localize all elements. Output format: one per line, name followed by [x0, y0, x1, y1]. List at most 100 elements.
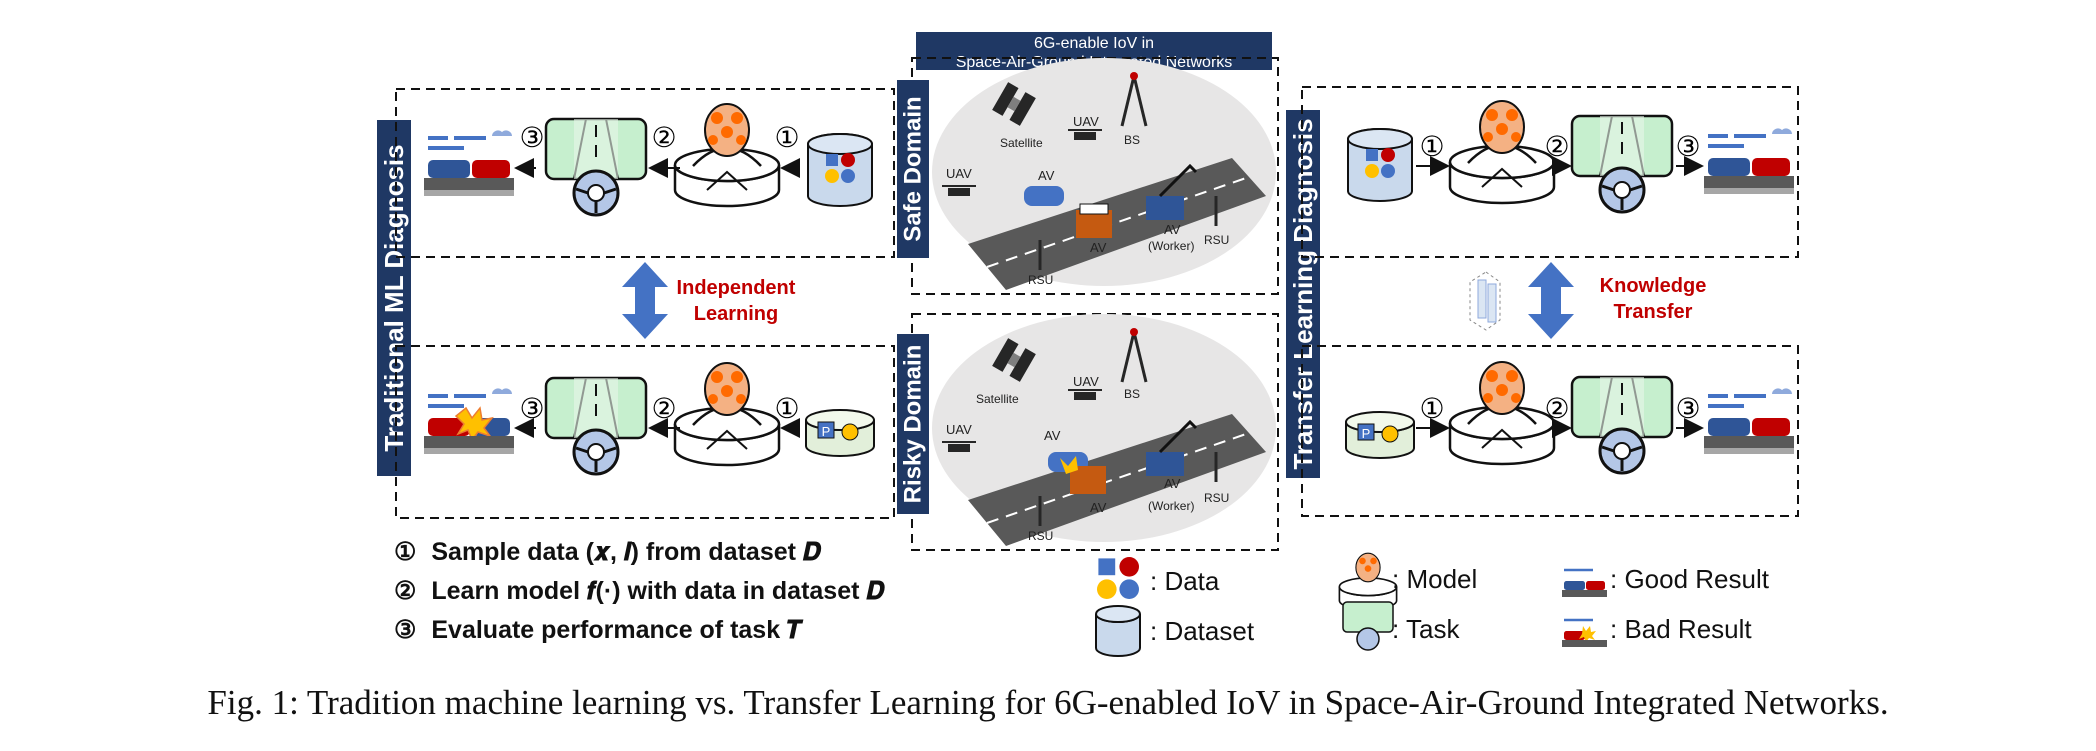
step-marker-3: ③: [1675, 393, 1700, 424]
step-1-marker: ①: [394, 538, 417, 566]
model-icon: [1448, 360, 1556, 466]
task-icon: [544, 117, 648, 217]
svg-text:AV: AV: [1164, 222, 1181, 237]
av-worker-icon: [1146, 419, 1198, 476]
left-title-bar: [377, 120, 411, 476]
legend-data-icon: [1097, 557, 1139, 599]
svg-text:RSU: RSU: [1028, 273, 1053, 287]
legend-bad-result-icon: [1562, 618, 1607, 647]
legend-model-icon: [1338, 552, 1398, 611]
independent-learning-label-line2: Learning: [694, 303, 778, 325]
svg-text:AV: AV: [1090, 240, 1107, 255]
dataset-icon: P: [805, 409, 875, 457]
safe-scene: Satellite BS UAV UAV AV AV AV (Worker) R…: [932, 58, 1276, 290]
step-marker-2: ②: [651, 122, 676, 153]
step-marker-3: ③: [519, 393, 544, 424]
av-worker-icon: [1146, 163, 1198, 220]
safe-domain-bar: [897, 80, 929, 258]
step-3-marker: ③: [394, 616, 417, 644]
legend-dataset-label: : Dataset: [1150, 616, 1255, 646]
satellite-icon: [992, 338, 1036, 382]
knowledge-transfer-arrow: [1528, 262, 1574, 339]
av-truck-icon: [1076, 203, 1112, 238]
step-marker-3: ③: [519, 122, 544, 153]
legend-bad-result-label: : Bad Result: [1610, 614, 1752, 644]
legend-good-result-label: : Good Result: [1610, 564, 1769, 594]
svg-text:UAV: UAV: [946, 422, 972, 437]
svg-text:P: P: [822, 424, 831, 439]
svg-text:RSU: RSU: [1028, 529, 1053, 543]
svg-text:AV: AV: [1038, 168, 1055, 183]
step-marker-3: ③: [1675, 131, 1700, 162]
step-2-marker: ②: [394, 577, 417, 605]
legend-task-label: : Task: [1392, 614, 1460, 644]
legend-data-label: : Data: [1150, 566, 1220, 596]
task-icon: [1570, 114, 1674, 214]
step-3-text: Evaluate performance of task 𝑻: [431, 616, 802, 644]
figure-caption: Fig. 1: Tradition machine learning vs. T…: [207, 683, 1889, 722]
bs-tower-icon: [1120, 328, 1148, 383]
good-result-icon: [1702, 386, 1796, 456]
left-panel-title: Traditional ML Diagnosis: [379, 144, 409, 451]
step-2-text: Learn model 𝒇(·) with data in dataset 𝑫: [431, 577, 885, 605]
left-top-box: [395, 88, 895, 258]
step-1: ① Sample data (𝒙, 𝒍) from dataset 𝑫: [394, 537, 821, 567]
risky-domain-bar: [897, 334, 929, 514]
legend-task-icon: [1342, 601, 1394, 651]
svg-text:BS: BS: [1124, 387, 1140, 401]
legend-model-label: : Model: [1392, 564, 1478, 594]
step-marker-2: ②: [651, 393, 676, 424]
step-marker-1: ①: [774, 122, 799, 153]
legend-dataset-icon: [1095, 605, 1141, 657]
step-1-text: Sample data (𝒙, 𝒍) from dataset 𝑫: [431, 538, 821, 566]
task-icon: [544, 376, 648, 476]
model-icon: [673, 361, 781, 467]
satellite-icon: [992, 82, 1036, 126]
svg-text:UAV: UAV: [1073, 374, 1099, 389]
step-marker-1: ①: [774, 393, 799, 424]
good-result-icon: [422, 128, 516, 198]
right-bottom-box: [1301, 345, 1799, 517]
step-2: ② Learn model 𝒇(·) with data in dataset …: [394, 576, 885, 606]
legend-good-result-icon: [1562, 568, 1607, 597]
task-icon: [1570, 375, 1674, 475]
risky-domain-title: Risky Domain: [900, 345, 927, 504]
independent-learning-arrow: [622, 262, 668, 339]
step-marker-1: ①: [1419, 131, 1444, 162]
step-marker-2: ②: [1544, 393, 1569, 424]
risky-scene: Satellite BS UAV UAV AV AV AV (Worker) R…: [932, 314, 1276, 546]
svg-text:AV: AV: [1164, 476, 1181, 491]
svg-text:RSU: RSU: [1204, 491, 1229, 505]
svg-text:AV: AV: [1044, 428, 1061, 443]
av-car-icon: [1024, 186, 1064, 206]
uav-icon: [942, 185, 976, 196]
step-marker-1: ①: [1419, 393, 1444, 424]
right-top-box: [1301, 86, 1799, 258]
svg-text:RSU: RSU: [1204, 233, 1229, 247]
model-icon: [673, 102, 781, 208]
svg-text:(Worker): (Worker): [1148, 499, 1194, 513]
svg-text:(Worker): (Worker): [1148, 239, 1194, 253]
dataset-icon: [1347, 128, 1413, 202]
uav-icon: [942, 441, 976, 452]
model-icon: [1448, 99, 1556, 205]
svg-text:Satellite: Satellite: [1000, 136, 1043, 150]
knowledge-transfer-label-line1: Knowledge: [1600, 275, 1707, 297]
knowledge-layers-icon: [1469, 271, 1501, 331]
svg-text:BS: BS: [1124, 133, 1140, 147]
uav-icon: [1068, 129, 1102, 140]
good-result-icon: [1702, 126, 1796, 196]
center-title-line1: 6G-enable IoV in: [1034, 35, 1154, 52]
safe-domain-title: Safe Domain: [900, 96, 927, 241]
bad-result-icon: [422, 386, 516, 456]
svg-text:Satellite: Satellite: [976, 392, 1019, 406]
dataset-icon: [807, 133, 873, 207]
svg-text:P: P: [1362, 426, 1371, 441]
knowledge-transfer-label-line2: Transfer: [1614, 301, 1693, 323]
uav-icon: [1068, 389, 1102, 400]
step-3: ③ Evaluate performance of task 𝑻: [394, 615, 802, 645]
step-marker-2: ②: [1544, 131, 1569, 162]
av-truck-icon: [1060, 456, 1106, 494]
svg-text:AV: AV: [1090, 500, 1107, 515]
